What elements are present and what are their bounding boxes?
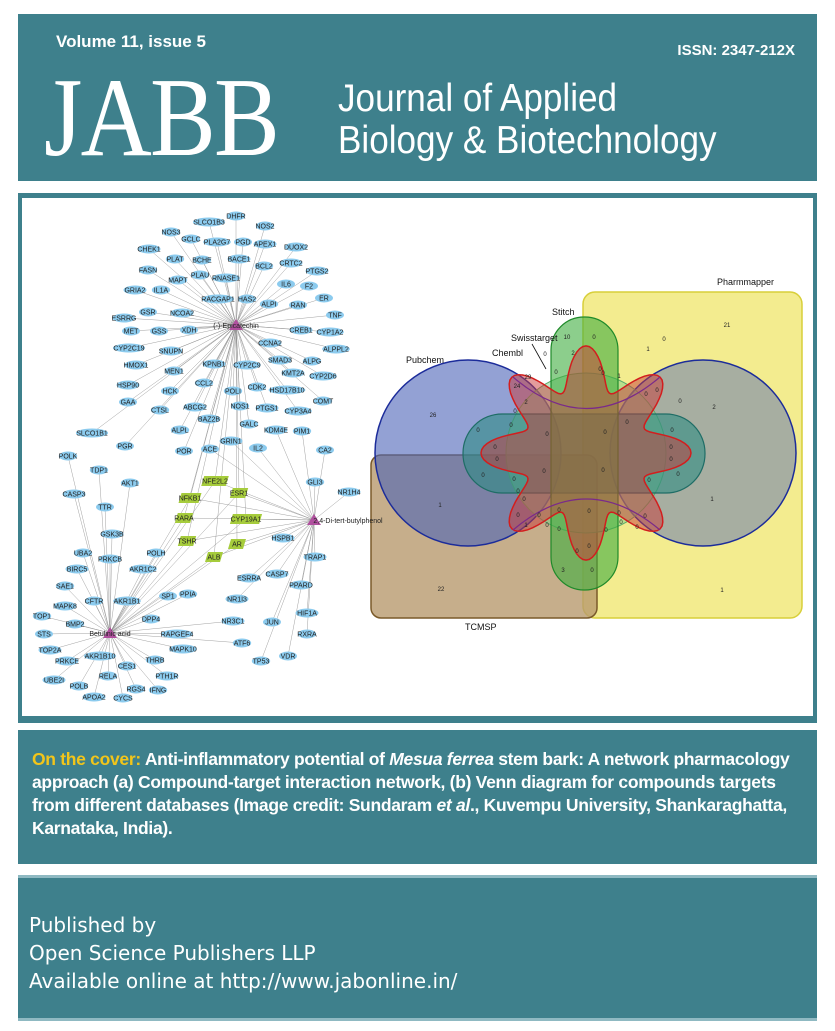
publisher-box: Published by Open Science Publishers LLP… bbox=[18, 875, 817, 1021]
journal-title: Journal of Applied Biology & Biotechnolo… bbox=[338, 78, 717, 162]
caption-part: ., Kuvempu University, Shankaraghatta, K… bbox=[32, 795, 787, 838]
caption-text: On the cover: Anti-inflammatory potentia… bbox=[32, 748, 811, 840]
caption-part: stem bark: A network pharmacology approa… bbox=[32, 749, 790, 815]
volume-issue: Volume 11, issue 5 bbox=[56, 32, 206, 51]
published-by: Published by bbox=[29, 913, 157, 937]
publisher-name: Open Science Publishers LLP bbox=[29, 941, 316, 965]
caption-etal: et al bbox=[436, 795, 470, 815]
caption-key: On the cover: bbox=[32, 749, 141, 769]
issn: ISSN: 2347-212X bbox=[677, 42, 795, 59]
cover-caption: On the cover: Anti-inflammatory potentia… bbox=[18, 730, 817, 864]
cover-figure bbox=[22, 198, 813, 716]
journal-title-line1: Journal of Applied bbox=[338, 77, 618, 120]
publisher-url[interactable]: Available online at http://www.jabonline… bbox=[29, 969, 458, 993]
caption-part: Anti-inflammatory potential of bbox=[140, 749, 390, 769]
caption-species: Mesua ferrea bbox=[389, 749, 494, 769]
publisher-info: Published by Open Science Publishers LLP… bbox=[29, 911, 457, 995]
cover-figure-frame bbox=[18, 193, 817, 723]
journal-header: Volume 11, issue 5 ISSN: 2347-212X JABB … bbox=[18, 14, 817, 181]
journal-title-line2: Biology & Biotechnology bbox=[338, 119, 717, 162]
journal-logo: JABB bbox=[44, 56, 280, 180]
